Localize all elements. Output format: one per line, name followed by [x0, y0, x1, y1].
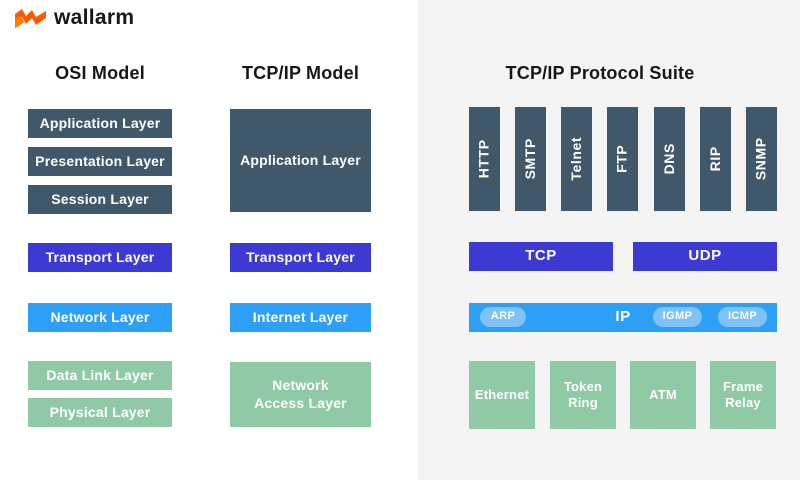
protocol-bar-dns-label: DNS [660, 143, 677, 175]
osi-layer-session: Session Layer [28, 185, 172, 214]
protocol-bar-telnet-label: Telnet [567, 137, 584, 181]
wallarm-zigzag-icon [14, 7, 47, 29]
brand-name: wallarm [54, 6, 135, 29]
tcpip-layer-application: Application Layer [230, 109, 371, 212]
tcpip-layer-network-access: Network Access Layer [230, 362, 371, 427]
token-ring-box: Token Ring [550, 361, 616, 429]
protocol-bar-http-label: HTTP [475, 139, 492, 179]
tcp-box: TCP [469, 242, 613, 271]
osi-layer-datalink: Data Link Layer [28, 361, 172, 390]
igmp-pill: IGMP [653, 307, 702, 327]
tcpip-protocol-suite-title: TCP/IP Protocol Suite [505, 63, 695, 83]
osi-layer-network: Network Layer [28, 303, 172, 332]
wallarm-logo: wallarm [14, 7, 134, 29]
protocol-bar-ftp: FTP [607, 107, 638, 211]
protocol-bar-smtp: SMTP [515, 107, 546, 211]
protocol-bar-rip-label: RIP [706, 146, 723, 172]
protocol-bar-snmp: SNMP [746, 107, 777, 211]
udp-box: UDP [633, 242, 777, 271]
osi-layer-application: Application Layer [28, 109, 172, 138]
tcpip-layer-transport: Transport Layer [230, 243, 371, 272]
frame-relay-box: Frame Relay [710, 361, 776, 429]
protocol-bar-ftp-label: FTP [613, 144, 630, 174]
ip-label: IP [615, 308, 631, 326]
osi-layer-presentation: Presentation Layer [28, 147, 172, 176]
protocol-bar-dns: DNS [654, 107, 685, 211]
protocol-bar-telnet: Telnet [561, 107, 592, 211]
ip-bar: IP ARP IGMP ICMP [469, 303, 777, 332]
tcpip-layer-internet: Internet Layer [230, 303, 371, 332]
icmp-pill: ICMP [718, 307, 767, 327]
protocol-bar-smtp-label: SMTP [521, 138, 538, 180]
ethernet-box: Ethernet [469, 361, 535, 429]
osi-layer-transport: Transport Layer [28, 243, 172, 272]
tcpip-model-title: TCP/IP Model [241, 63, 360, 83]
arp-pill: ARP [480, 307, 526, 327]
atm-box: ATM [630, 361, 696, 429]
osi-model-title: OSI Model [55, 63, 145, 83]
protocol-bar-rip: RIP [700, 107, 731, 211]
protocol-bar-snmp-label: SNMP [752, 137, 769, 181]
protocol-bar-http: HTTP [469, 107, 500, 211]
osi-layer-physical: Physical Layer [28, 398, 172, 427]
